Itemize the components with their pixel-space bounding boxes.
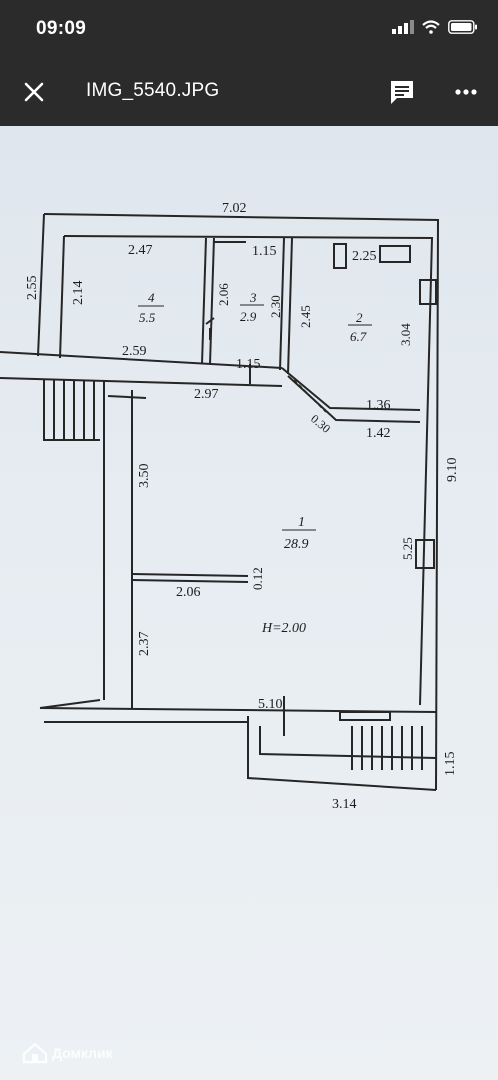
dim-outer-left: 2.55	[25, 276, 40, 301]
room2-number: 2	[356, 310, 363, 325]
dim-room2-height-right: 3.04	[398, 323, 413, 346]
dim-room1-bottom: 5.10	[258, 697, 283, 712]
dim-porch-depth: 1.15	[443, 752, 458, 777]
close-icon	[24, 82, 44, 102]
watermark-text: Домклик	[52, 1045, 113, 1061]
floor-plan-image: 7.02 2.55 2.47 2.14 4 5.5 2.59 1.15 2.06…	[0, 201, 460, 812]
room-height-label: H=2.00	[261, 621, 306, 636]
room1-number: 1	[298, 515, 305, 530]
dim-room2-step-top: 1.36	[366, 398, 391, 413]
dim-outer-top: 7.02	[222, 201, 247, 216]
dim-porch-width: 3.14	[332, 797, 357, 812]
system-icons	[392, 20, 478, 34]
battery-icon	[448, 20, 477, 34]
room4-number: 4	[148, 290, 155, 305]
dim-room4-width: 2.47	[128, 243, 153, 258]
dim-room2-step-bottom: 1.42	[366, 426, 391, 441]
dim-right-total: 9.10	[445, 458, 460, 483]
comment-icon	[391, 81, 413, 104]
dim-room4-bottom: 2.59	[122, 344, 147, 359]
dim-room3-height-right: 2.30	[268, 295, 283, 318]
dim-room1-partition: 2.06	[176, 585, 201, 600]
app-bar: IMG_5540.JPG	[0, 56, 498, 126]
dim-room3-height-left: 2.06	[216, 283, 231, 306]
dim-room4-height: 2.14	[71, 281, 86, 306]
domclick-logo-icon	[22, 1042, 48, 1064]
dim-corridor: 2.97	[194, 387, 219, 402]
room1-area: 28.9	[284, 537, 309, 552]
more-vert-icon	[455, 89, 477, 95]
dim-room1-left-upper: 3.50	[137, 464, 152, 489]
dim-room2-width: 2.25	[352, 249, 377, 264]
comments-button[interactable]	[388, 78, 416, 106]
dim-room1-gap: 0.12	[250, 567, 265, 590]
signal-icon	[392, 20, 414, 34]
room3-number: 3	[249, 290, 257, 305]
file-title: IMG_5540.JPG	[86, 80, 220, 101]
domclick-watermark: Домклик	[22, 1042, 113, 1064]
more-options-button[interactable]	[452, 78, 480, 106]
dim-room1-right: 5.25	[400, 537, 415, 560]
room4-area: 5.5	[139, 310, 156, 325]
dim-room3-width: 1.15	[252, 244, 277, 259]
wifi-icon	[422, 20, 440, 34]
dim-room3-bottom: 1.15	[236, 357, 261, 372]
dim-room1-left-lower: 2.37	[137, 632, 152, 657]
status-bar: 09:09	[0, 0, 498, 56]
room3-area: 2.9	[240, 309, 257, 324]
room2-area: 6.7	[350, 329, 367, 344]
dim-room2-height-left: 2.45	[298, 305, 313, 328]
status-time: 09:09	[36, 18, 87, 39]
image-viewer[interactable]: 7.02 2.55 2.47 2.14 4 5.5 2.59 1.15 2.06…	[0, 126, 498, 1080]
close-button[interactable]	[20, 78, 48, 106]
